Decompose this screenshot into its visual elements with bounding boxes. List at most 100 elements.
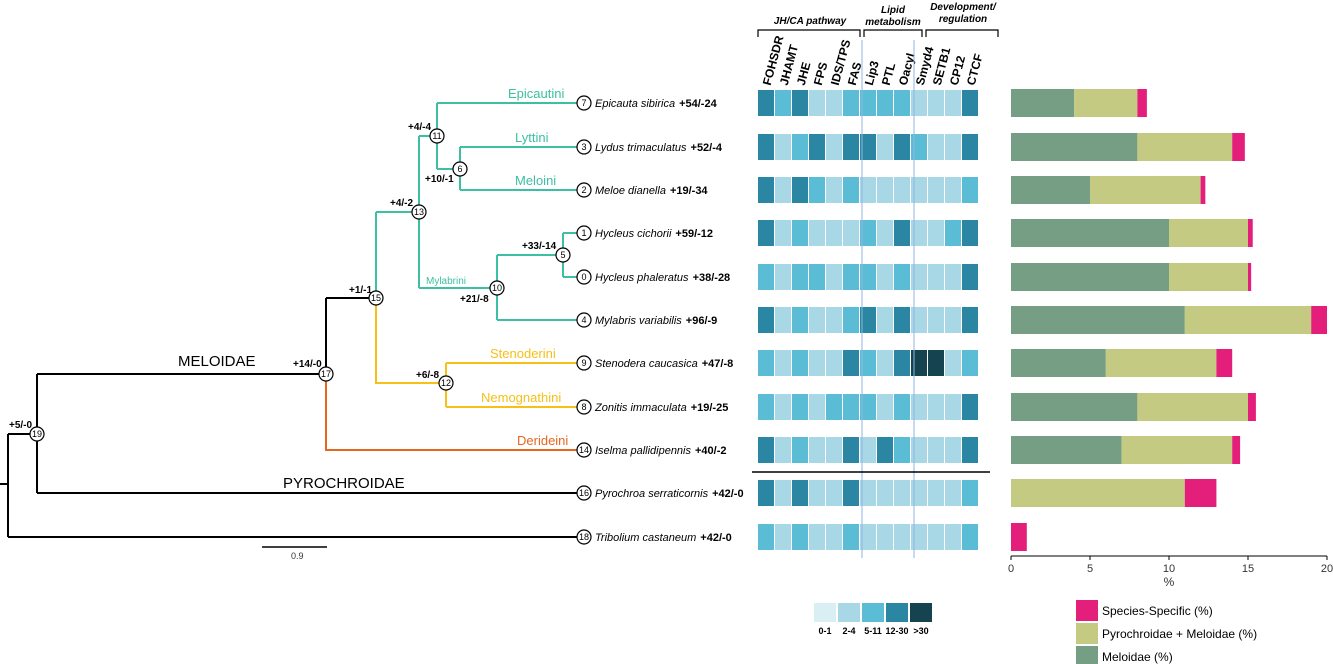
- bar-segment: [1137, 133, 1233, 161]
- tip-node-circle: [576, 95, 592, 111]
- bar-legend-label: Species-Specific (%): [1102, 604, 1213, 618]
- bar-segment: [1090, 176, 1201, 204]
- species-label: Zonitis immaculata+19/-25: [594, 402, 728, 414]
- bar-segment: [1121, 436, 1233, 464]
- heatmap-cell: [809, 437, 825, 463]
- bar-segment: [1184, 306, 1312, 334]
- heatmap-cell: [775, 480, 791, 506]
- heatmap-cell: [860, 90, 876, 116]
- gene-label: FAS: [845, 61, 865, 87]
- heatmap-cell: [911, 220, 927, 246]
- heatmap-cell: [792, 264, 808, 290]
- heatmap-cell: [758, 394, 774, 420]
- heatmap-cell: [911, 177, 927, 203]
- heatmap-cell: [775, 307, 791, 333]
- heatmap-cell: [877, 480, 893, 506]
- heatmap-cell: [860, 264, 876, 290]
- tip-node-circle: [576, 399, 592, 415]
- node-stat: +10/-1: [425, 174, 454, 185]
- heatmap-cell: [792, 177, 808, 203]
- heatmap-cell: [877, 177, 893, 203]
- heatmap-cell: [877, 307, 893, 333]
- tribe-label-lyttini: Lyttini: [515, 130, 549, 145]
- heatmap-cell: [758, 264, 774, 290]
- species-name: Stenodera caucasica: [595, 358, 698, 370]
- node-number: 12: [441, 378, 451, 388]
- tribe-label-derideini: Derideini: [517, 433, 568, 448]
- bar-segment: [1137, 89, 1147, 117]
- heatmap-cell: [860, 220, 876, 246]
- species-label: Lydus trimaculatus+52/-4: [595, 142, 723, 154]
- heatmap-cell: [894, 264, 910, 290]
- heatmap-cell: [775, 524, 791, 550]
- heat-legend-swatch: [862, 603, 884, 622]
- tip-node-circle: [576, 485, 592, 501]
- species-stat: +42/-0: [712, 488, 744, 500]
- x-axis-tick-label: 5: [1087, 563, 1093, 575]
- heatmap-cell: [758, 220, 774, 246]
- species-label: Pyrochroa serraticornis+42/-0: [595, 488, 744, 500]
- node-stat: +5/-0: [9, 420, 33, 431]
- heatmap-cell: [945, 264, 961, 290]
- scale-bar: 0.9: [262, 546, 327, 561]
- heatmap-cell: [860, 307, 876, 333]
- heat-legend-swatch: [814, 603, 836, 622]
- bar-segment: [1011, 133, 1138, 161]
- heatmap-cell: [775, 394, 791, 420]
- tip-node-number: 1: [581, 228, 586, 238]
- gene-group-headers: [757, 29, 999, 37]
- bar-segment: [1011, 263, 1169, 291]
- heatmap-cell: [962, 90, 978, 116]
- gene-label: PTL: [879, 61, 898, 87]
- heatmap-cell: [877, 437, 893, 463]
- species-name: Hycleus cichorii: [595, 228, 672, 240]
- node-number: 15: [371, 293, 381, 303]
- heatmap-cell: [792, 220, 808, 246]
- heatmap-cell: [911, 437, 927, 463]
- branch-node15-vertical-down: [375, 298, 446, 384]
- heatmap-cell: [928, 394, 944, 420]
- heatmap-cell: [775, 177, 791, 203]
- species-stat: +96/-9: [686, 315, 718, 327]
- heatmap-cell: [911, 90, 927, 116]
- heatmap-cell: [809, 220, 825, 246]
- tribe-label-nemognathini: Nemognathini: [481, 390, 561, 405]
- heatmap-cell: [962, 350, 978, 376]
- heatmap-cell: [877, 134, 893, 160]
- bar-segment: [1011, 219, 1169, 247]
- heat-legend-label: 2-4: [842, 626, 855, 636]
- heatmap-cell: [758, 437, 774, 463]
- tip-node-number: 18: [579, 532, 589, 542]
- heatmap-cell: [826, 134, 842, 160]
- heatmap-cell: [843, 90, 859, 116]
- bar-segment: [1248, 393, 1256, 421]
- scale-bar-label: 0.9: [291, 551, 304, 561]
- branch-derideini: [325, 374, 583, 451]
- heatmap-cell: [894, 220, 910, 246]
- bar-segment: [1011, 393, 1138, 421]
- gene-label: Lip3: [862, 59, 882, 87]
- heatmap-cell: [758, 90, 774, 116]
- species-stat: +54/-24: [679, 98, 717, 110]
- heatmap-cell: [809, 264, 825, 290]
- heatmap-cell: [775, 350, 791, 376]
- heat-legend-label: 5-11: [864, 626, 882, 636]
- bar-legend-label: Pyrochroidae + Meloidae (%): [1102, 627, 1257, 641]
- heatmap-cell: [826, 437, 842, 463]
- node-stat: +21/-8: [460, 294, 489, 305]
- node-number: 11: [432, 131, 441, 141]
- heatmap-cell: [792, 307, 808, 333]
- gene-group-dev-line2: regulation: [939, 14, 987, 25]
- tip-node-circle: [576, 225, 592, 241]
- node-15: 15 +1/-1: [349, 285, 384, 306]
- heatmap-cell: [775, 264, 791, 290]
- x-axis-tick-label: 20: [1321, 563, 1333, 575]
- heatmap-cell: [945, 480, 961, 506]
- species-name: Mylabris variabilis: [595, 315, 682, 327]
- gene-group-lipid: Lipid: [881, 5, 906, 16]
- heatmap-cell: [945, 90, 961, 116]
